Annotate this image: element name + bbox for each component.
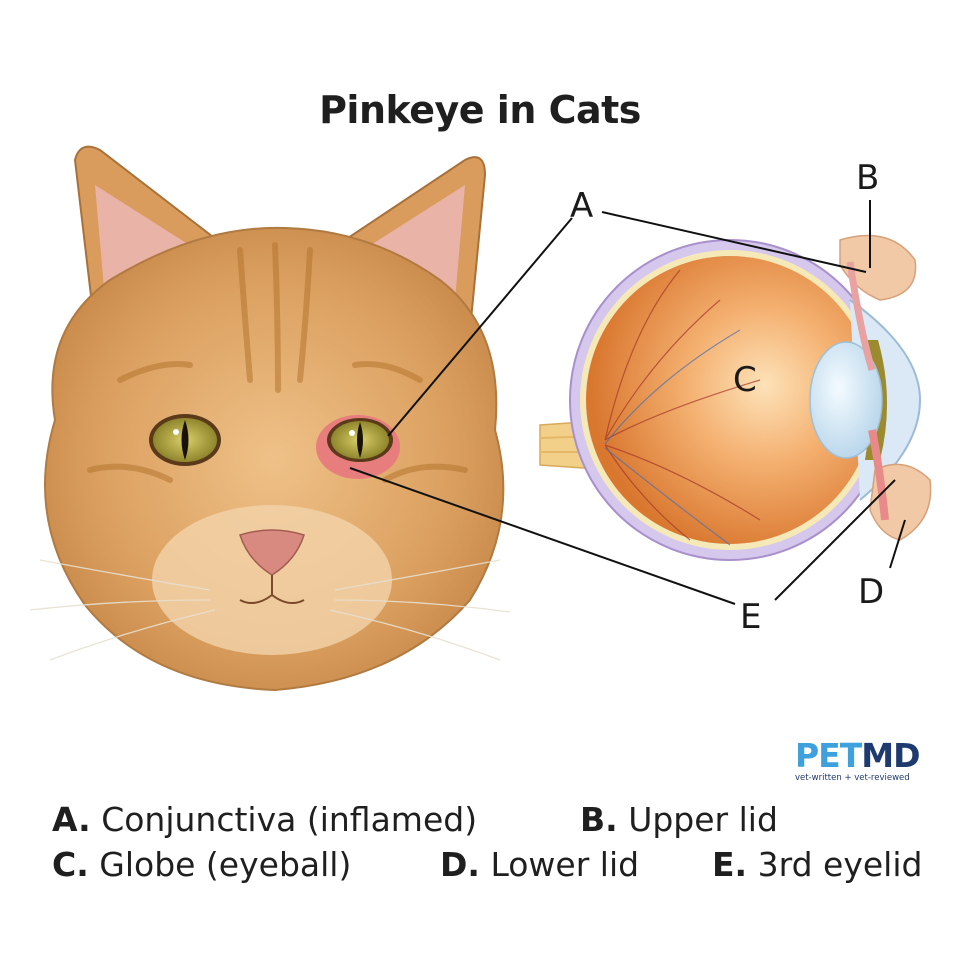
legend-letter: E. (712, 845, 748, 884)
legend-item-d: D. Lower lid (440, 845, 639, 884)
eye-cross-section (539, 234, 932, 561)
leader-lines (349, 200, 906, 605)
legend-text: Lower lid (490, 845, 640, 884)
page-title: Pinkeye in Cats (319, 88, 641, 132)
leader-e-to-third-eyelid (774, 479, 896, 601)
legend-letter: A. (52, 800, 91, 839)
globe (586, 256, 874, 544)
legend-item-a: A. Conjunctiva (inflamed) (52, 800, 477, 839)
logo-md-text: MD (861, 736, 920, 775)
leader-d (889, 519, 906, 569)
legend-item-c: C. Globe (eyeball) (52, 845, 351, 884)
cat-head (29, 145, 511, 692)
cat-right-eye-inflamed (316, 415, 400, 479)
lens (809, 341, 883, 459)
marker-a: A (570, 186, 594, 226)
legend-text: Conjunctiva (inflamed) (101, 800, 478, 839)
legend-item-b: B. Upper lid (580, 800, 778, 839)
marker-d: D (858, 572, 885, 612)
logo-tagline: vet-written + vet-reviewed (795, 773, 910, 783)
leader-a-to-cat-eye (387, 217, 573, 437)
petmd-logo: PETMD vet-written + vet-reviewed (795, 736, 920, 784)
legend-text: Upper lid (628, 800, 778, 839)
legend-letter: C. (52, 845, 89, 884)
legend-text: Globe (eyeball) (99, 845, 352, 884)
legend-item-e: E. 3rd eyelid (712, 845, 922, 884)
marker-b: B (856, 158, 880, 198)
marker-e: E (740, 597, 762, 637)
cat-left-eye (149, 414, 221, 466)
marker-c: C (733, 360, 757, 400)
lower-lid (869, 463, 932, 541)
cat-nose (239, 529, 305, 576)
leader-e-to-cat-eye (349, 467, 736, 605)
legend-letter: B. (580, 800, 618, 839)
logo-pet-text: PET (795, 736, 862, 775)
legend-text: 3rd eyelid (757, 845, 923, 884)
legend-letter: D. (440, 845, 480, 884)
leader-a-to-conjunctiva (601, 211, 867, 273)
